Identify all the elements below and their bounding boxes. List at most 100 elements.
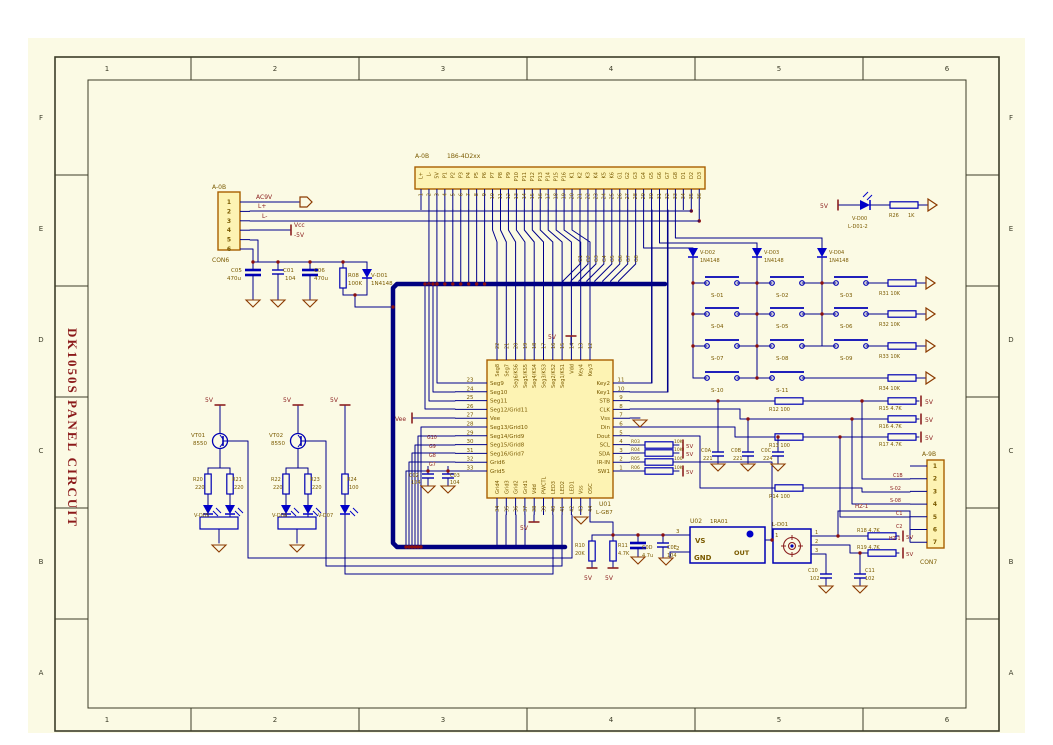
strip-pin-number: 6	[458, 193, 464, 196]
strip-pin-label: D3	[697, 172, 703, 179]
wire	[492, 209, 498, 346]
ref-label: CON7	[920, 559, 937, 566]
ic-pin-label: LED2	[560, 481, 566, 494]
resistor	[887, 397, 917, 405]
strip-pin-label: L-	[426, 172, 432, 177]
strip-pin-number: 20	[570, 193, 576, 199]
wire	[405, 470, 456, 548]
strip-pin-label: P15	[554, 172, 560, 181]
strip-pin-label: P3	[458, 172, 464, 178]
ic-pin-number: 26	[467, 404, 474, 410]
strip-pin-label: G7	[665, 172, 671, 179]
gnd-symbol	[657, 557, 675, 566]
ic-pin-label: LED3	[551, 481, 557, 494]
wire	[802, 487, 911, 493]
wire	[839, 436, 911, 518]
strip-pin-number: 9	[482, 193, 488, 196]
ref-label: C0B	[731, 448, 742, 454]
ref-label: 220	[195, 485, 205, 491]
ic-pin-number: 30	[467, 439, 474, 445]
diode	[362, 269, 372, 278]
ref-label: 3	[676, 529, 680, 535]
strip-pin-label: G8	[673, 172, 679, 179]
net-label: S-08	[890, 498, 901, 504]
ic-pin-label: Grid6	[490, 460, 506, 466]
net-label: C2	[896, 524, 902, 530]
wire	[602, 209, 621, 285]
ref-label: R18 4.7K	[857, 528, 880, 534]
net-label: 5V	[925, 399, 934, 406]
wire	[249, 239, 259, 263]
net-label: G9	[429, 444, 436, 450]
net-label: 5V	[686, 470, 693, 476]
gnd-symbol	[709, 463, 727, 472]
ic-pin-number: 35	[504, 506, 510, 512]
ref-label: 2	[815, 539, 818, 545]
resistor	[644, 441, 674, 449]
led-module-box	[277, 516, 317, 530]
ref-label: S-09	[840, 356, 853, 362]
ref-label: 3	[815, 548, 818, 554]
net-label: G10	[427, 435, 437, 441]
ic-pin-label: Vdd	[569, 364, 575, 374]
strip-pin-number: 17	[546, 193, 552, 199]
ref-label: 10K	[674, 439, 684, 445]
ref-label: 470u	[227, 276, 241, 282]
diode	[817, 248, 827, 257]
strip-pin-number: 14	[522, 193, 528, 199]
strip-pin-label: P9	[506, 172, 512, 178]
strip-pin-label: 5V	[434, 171, 440, 178]
net-label: 5V	[686, 444, 693, 450]
transistor	[219, 442, 224, 448]
con7-pin-number: 3	[933, 488, 937, 495]
net-label: L-	[262, 213, 267, 220]
frame-row-label: F	[1009, 114, 1013, 122]
ref-label: V-D04	[829, 250, 844, 256]
ref-label: R34 10K	[879, 386, 901, 392]
wire	[531, 209, 544, 346]
frame-row-label: C	[1009, 447, 1014, 455]
junction-dot	[451, 282, 455, 286]
strip-pin-number: 10	[490, 193, 496, 199]
ic-pin-label: STB	[599, 399, 610, 405]
wire	[304, 440, 327, 567]
gnd-symbol	[631, 419, 649, 428]
top-connector-box	[414, 166, 706, 190]
ref-label: R24	[347, 477, 357, 483]
led	[225, 505, 235, 514]
net-label: 5V	[283, 397, 292, 404]
led	[281, 505, 291, 514]
ref-label: VT01	[191, 433, 205, 439]
ref-label: R10	[575, 543, 585, 549]
led-arrow	[312, 510, 319, 517]
ic-pin-label: Vdd	[532, 484, 538, 494]
resistor	[204, 473, 212, 495]
wire	[428, 283, 456, 402]
ref-label: S-05	[776, 324, 789, 330]
ref-label: 102	[810, 576, 820, 582]
net-label: Vee	[395, 416, 406, 423]
jog-target	[790, 544, 794, 548]
ref-label: 1K	[908, 213, 915, 219]
resistor	[887, 374, 917, 382]
junction-dot	[391, 305, 395, 309]
strip-pin-label: D1	[681, 172, 687, 179]
strip-pin-number: 23	[593, 193, 599, 199]
strip-pin-label: P4	[466, 172, 472, 178]
junction-dot	[770, 538, 774, 542]
ref-label: 1N4148	[764, 258, 784, 264]
ic-pin-label: Grid3	[504, 480, 510, 494]
ref-label: V-D07	[318, 513, 333, 519]
ic-pin-number: 29	[467, 430, 474, 436]
ic-pin-number: 3	[619, 448, 623, 454]
strip-pin-number: 15	[530, 193, 536, 199]
ic-pin-number: 18	[532, 343, 538, 349]
ref-label: OUT	[734, 549, 750, 557]
con6-pin-number: 6	[227, 246, 231, 253]
wire	[629, 426, 776, 438]
resistor	[867, 532, 897, 540]
ic-pin-label: SW1	[598, 469, 610, 475]
ref-label: L-GB7	[596, 510, 613, 516]
junction-dot	[426, 469, 430, 473]
ref-label: 102	[865, 576, 875, 582]
